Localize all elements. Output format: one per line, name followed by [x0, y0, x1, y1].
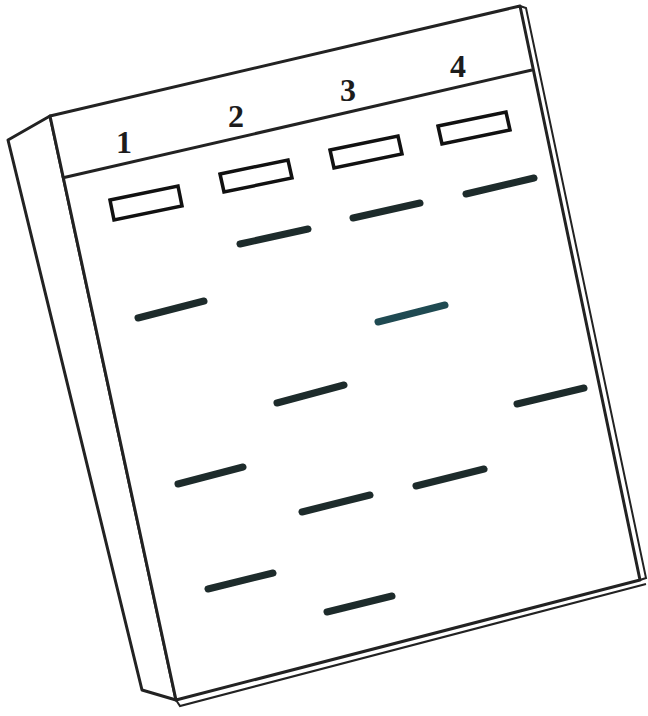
bands: [138, 178, 584, 612]
lane-number: 2: [228, 100, 244, 132]
slab-edge: [176, 584, 646, 706]
wells: [110, 112, 510, 220]
band: [208, 573, 273, 589]
header-line: [62, 70, 532, 178]
band: [353, 203, 420, 218]
band: [178, 467, 243, 484]
well: [110, 186, 182, 220]
lane-number: 1: [116, 126, 132, 158]
lane-number: 3: [340, 74, 356, 106]
slab-face: [50, 6, 640, 700]
well: [438, 112, 510, 144]
band: [517, 388, 584, 404]
band: [466, 178, 534, 194]
band: [327, 596, 392, 612]
band: [378, 305, 445, 322]
band: [302, 495, 370, 512]
lane-number: 4: [450, 50, 466, 82]
well: [330, 136, 402, 168]
band: [138, 301, 204, 318]
band: [240, 229, 308, 244]
slab-edge: [520, 6, 646, 580]
band: [277, 385, 344, 403]
well: [220, 160, 292, 192]
band: [416, 469, 484, 486]
